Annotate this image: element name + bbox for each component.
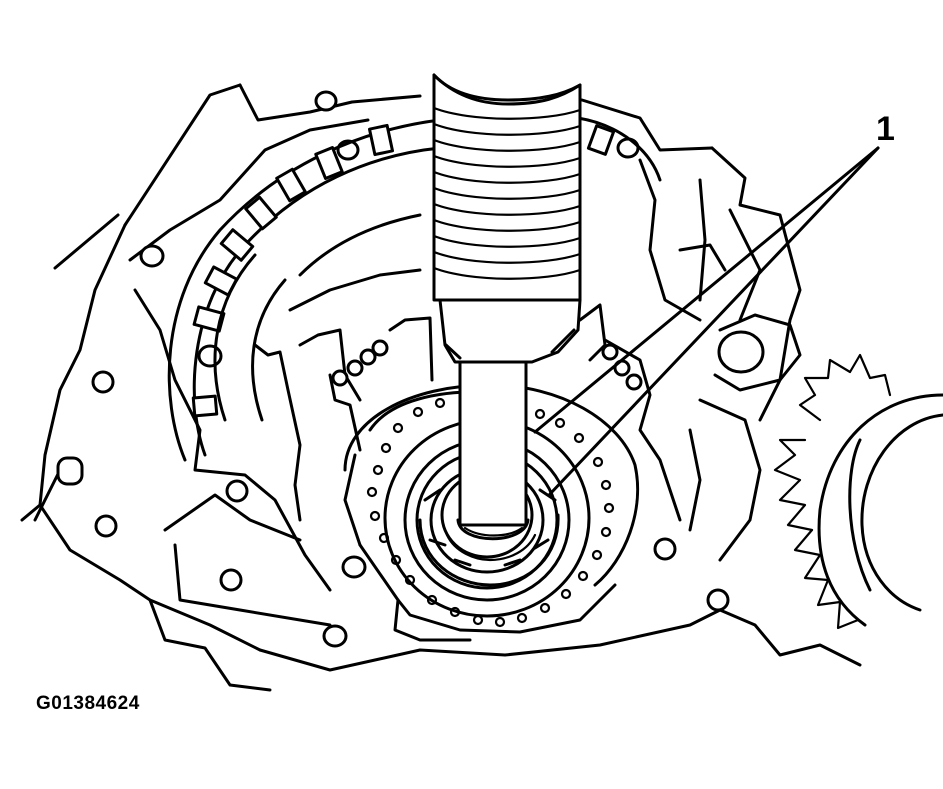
ring-gear	[773, 353, 943, 630]
seal-installer-tool	[432, 73, 582, 541]
callout-leader-lines	[533, 146, 880, 496]
callout-number-1: 1	[876, 110, 895, 148]
clutch-drum	[167, 116, 662, 462]
inner-housing	[253, 158, 727, 522]
transaxle-case	[20, 83, 862, 692]
figure-id-label: G01384624	[36, 693, 140, 714]
right-side-cover	[688, 146, 802, 562]
